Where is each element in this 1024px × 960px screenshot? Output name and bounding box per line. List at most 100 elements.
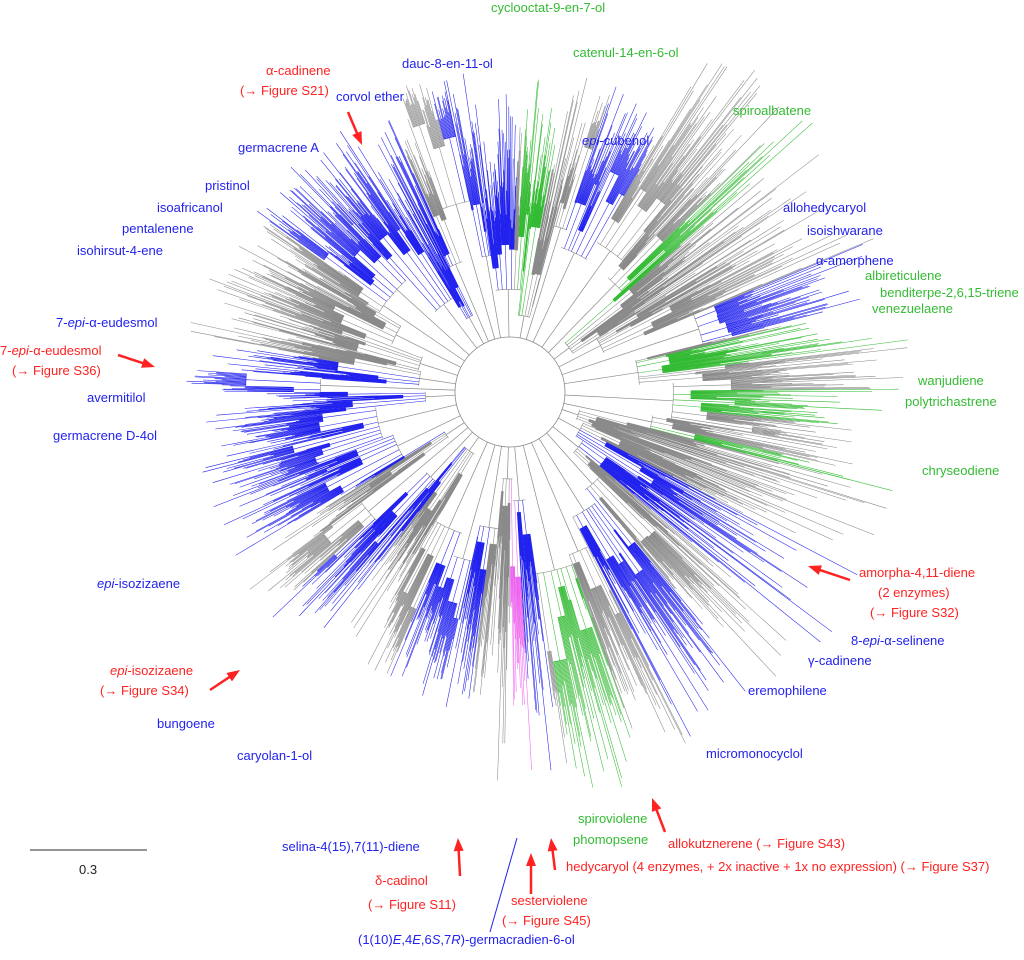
leaf-branches [213,437,395,507]
label-part: E [412,932,421,947]
leaf-branches [672,402,838,425]
leaf-branches [578,446,821,643]
clade-label-isoafricanol: isoafricanol [157,200,223,215]
arrow-7-epi-eudesmol [117,353,148,366]
clade-label-germA: germacrene A [238,140,319,155]
clade-arc [463,446,475,455]
clade-label-gcadinene: γ-cadinene [808,653,872,668]
clade-stem [468,437,479,451]
label-part: -α-eudesmol [84,315,158,330]
leaf-branches [519,114,544,316]
leaf-branches [597,206,826,341]
label-part: -cubenol [599,133,650,148]
leaf-branches [280,192,394,294]
clade-label-bungoene: bungoene [157,716,215,731]
clade-stem [446,422,465,435]
clade-stem [468,317,484,344]
clade-stem [419,378,456,385]
leaf-branches [257,245,400,329]
leaf-branches [263,224,383,308]
leaf-branches [239,436,383,488]
clade-label-wanjudiene: wanjudiene [918,373,984,388]
leaf-branches [565,122,813,344]
leaf-branches [580,427,796,534]
clade-stem [320,385,456,391]
leaf-branches [319,188,406,281]
clade-stem [564,372,639,385]
leaf-branches [581,442,833,633]
leaf-branches [242,429,381,469]
arrowhead-icon [547,838,558,852]
leaf-branches [576,418,875,536]
label-part: epi [97,576,115,591]
leaf-branches [355,453,474,637]
clade-label-episelinene: 8-epi-α-selinene [851,633,945,648]
leaf-branches [452,93,486,257]
leaf-branches [462,73,491,256]
label-part: pristinol [205,178,250,193]
leaf-branches [578,432,785,559]
leaf-branches [694,244,863,320]
clade-label-dauc: dauc-8-en-11-ol [402,56,493,71]
label-part: -isozizaene [127,663,194,678]
leaf-branches [638,338,908,374]
leaf-branches [576,448,731,578]
leaf-branches [603,238,874,352]
leaf-branches [319,277,401,327]
label-part: allohedycaryol [783,200,867,215]
clade-arc [465,315,473,320]
leaf-branches [206,400,426,423]
annotation-r-eudesmol-fig: (→ Figure S36) [12,363,101,378]
leaf-branches [571,103,637,252]
clade-stem [368,427,469,512]
clade-stem [378,404,457,424]
leaf-branches [597,479,781,656]
root-ring [454,336,566,448]
leaf-branches [320,152,441,308]
leaf-branches [572,295,667,354]
annotation-r-acadinene: α-cadinene [266,63,331,78]
clade-stem [563,403,652,423]
label-part: α-cadinene [266,63,331,78]
label-part: chryseodiene [922,463,1000,478]
leaf-branches [560,568,622,787]
leaf-branches [330,447,466,612]
leaf-branches [651,421,853,466]
leaf-branches [620,154,771,291]
leaf-branches [385,528,450,674]
leaf-branches [323,448,467,629]
clade-label-pristinol: pristinol [205,178,250,193]
leaf-branches [446,80,483,258]
clade-stem [552,426,579,448]
leaf-branches [565,86,617,230]
leaf-branches [221,416,377,447]
leaf-branches [272,435,447,551]
label-part: sesterviolene [511,893,588,908]
leaf-branches [369,446,465,563]
clade-arc [391,325,402,345]
leaf-branches [581,425,834,541]
leaf-branches [605,63,728,248]
leaf-branches [431,91,466,203]
clade-label-spiroalbatene: spiroalbatene [733,103,811,118]
label-part: micromonocyclol [706,746,803,761]
leaf-branches [638,347,908,378]
label-part: -isozizaene [114,576,181,591]
label-part: albireticulene [865,268,942,283]
clade-stem [396,289,470,356]
annotation-r-amorpha-fig: (→ Figure S32) [870,605,959,620]
leaf-branches [650,427,893,491]
clade-arc [584,477,600,491]
clade-stem [448,442,488,529]
leaf-branches [374,526,446,671]
clade-stem [558,417,581,431]
leaf-branches [579,410,851,488]
label-part: spiroviolene [578,811,648,826]
leaf-branches [524,111,568,317]
leaf-branches [618,120,803,289]
leaf-branches [289,187,398,290]
arrowhead-icon [651,798,662,812]
label-part: isoafricanol [157,200,223,215]
leaf-branches [443,81,470,202]
